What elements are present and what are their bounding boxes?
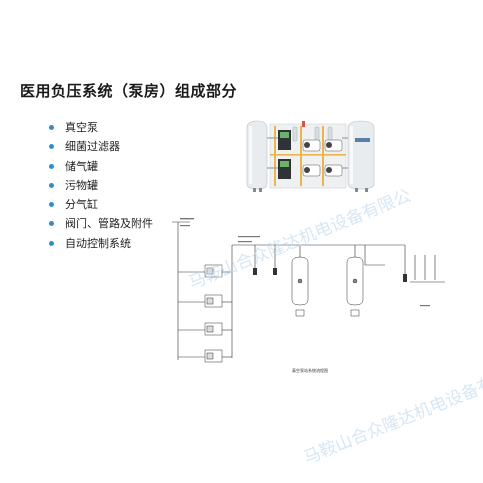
bullet-dot-icon bbox=[49, 221, 54, 227]
list-item-label: 阀门、管路及附件 bbox=[65, 217, 153, 231]
bullet-dot-icon bbox=[49, 163, 54, 169]
list-item: 自动控制系统 bbox=[49, 234, 153, 253]
list-item-label: 真空泵 bbox=[65, 121, 98, 134]
receiver-tank-icon bbox=[291, 256, 364, 317]
schematic-caption: 真空泵站系统流程图 bbox=[292, 367, 328, 373]
bullet-dot-icon bbox=[49, 182, 54, 188]
right-tank-icon bbox=[347, 120, 375, 192]
list-item: 真空泵 bbox=[49, 118, 153, 137]
vacuum-station-photo bbox=[246, 120, 375, 192]
bullet-dot-icon bbox=[49, 144, 54, 150]
list-item: 污物罐 bbox=[49, 176, 153, 195]
component-list: 真空泵 细菌过滤器 储气罐 污物罐 分气缸 阀门、管路及附件 自动控制系统 bbox=[49, 118, 153, 253]
slide-title: 医用负压系统（泵房）组成部分 bbox=[20, 82, 238, 100]
vacuum-schematic-diagram: 真空泵站系统流程图 bbox=[172, 218, 445, 373]
list-item-label: 污物罐 bbox=[65, 178, 98, 192]
bullet-dot-icon bbox=[49, 202, 54, 208]
pump-unit-icon bbox=[204, 264, 223, 363]
bullet-dot-icon bbox=[49, 240, 54, 246]
bullet-dot-icon bbox=[49, 125, 54, 130]
left-tank-icon bbox=[246, 120, 268, 192]
list-item: 细菌过滤器 bbox=[49, 137, 153, 156]
filter-icon bbox=[253, 268, 407, 282]
list-item-label: 细菌过滤器 bbox=[65, 140, 120, 154]
list-item: 储气罐 bbox=[49, 157, 153, 176]
list-item-label: 自动控制系统 bbox=[65, 236, 131, 250]
pump-frame-icon bbox=[267, 121, 348, 189]
list-item-label: 储气罐 bbox=[65, 159, 98, 173]
list-item: 阀门、管路及附件 bbox=[49, 214, 153, 233]
list-item: 分气缸 bbox=[49, 195, 153, 214]
list-item-label: 分气缸 bbox=[65, 198, 98, 212]
